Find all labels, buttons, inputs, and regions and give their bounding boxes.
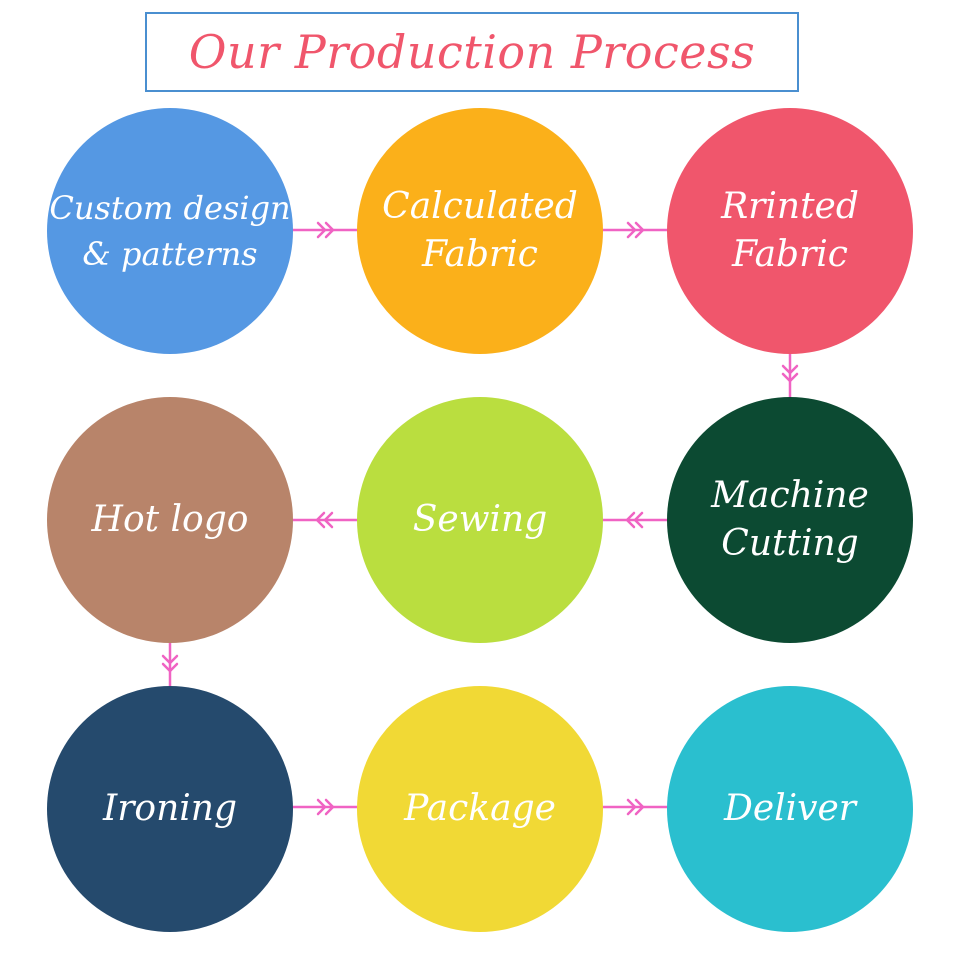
step-package: Package xyxy=(357,686,603,932)
step-label-line: Custom design xyxy=(49,189,291,227)
step-label-line: Ironing xyxy=(102,788,238,829)
step-deliver: Deliver xyxy=(667,686,913,932)
step-label-line: & patterns xyxy=(82,235,258,273)
step-label-line: Hot logo xyxy=(91,499,249,540)
connector-arrow-3-4 xyxy=(781,350,799,399)
step-label-line: Machine xyxy=(711,475,869,516)
connector-arrow-4-5 xyxy=(600,511,669,529)
connector-arrow-7-8 xyxy=(290,798,359,816)
step-label-line: Sewing xyxy=(412,499,548,540)
connector-arrow-6-7 xyxy=(161,639,179,688)
title-box: Our Production Process xyxy=(145,12,799,92)
step-label-line: Deliver xyxy=(723,788,857,829)
connector-arrow-1-2 xyxy=(290,221,359,239)
step-ironing: Ironing xyxy=(47,686,293,932)
step-label-line: Fabric xyxy=(422,234,538,275)
step-printed-fabric: Rrinted Fabric xyxy=(667,108,913,354)
step-label-line: Rrinted xyxy=(721,186,859,227)
step-machine-cutting: Machine Cutting xyxy=(667,397,913,643)
connector-arrow-8-9 xyxy=(600,798,669,816)
step-sewing: Sewing xyxy=(357,397,603,643)
connector-arrow-5-6 xyxy=(290,511,359,529)
step-calculated-fabric: Calculated Fabric xyxy=(357,108,603,354)
step-label-line: Package xyxy=(404,788,556,829)
diagram-title: Our Production Process xyxy=(188,25,756,79)
step-label-line: Calculated xyxy=(382,186,578,227)
connector-arrow-2-3 xyxy=(600,221,669,239)
step-label-line: Cutting xyxy=(721,523,859,564)
step-label-line: Fabric xyxy=(732,234,848,275)
step-custom-design: Custom design & patterns xyxy=(47,108,293,354)
step-hot-logo: Hot logo xyxy=(47,397,293,643)
